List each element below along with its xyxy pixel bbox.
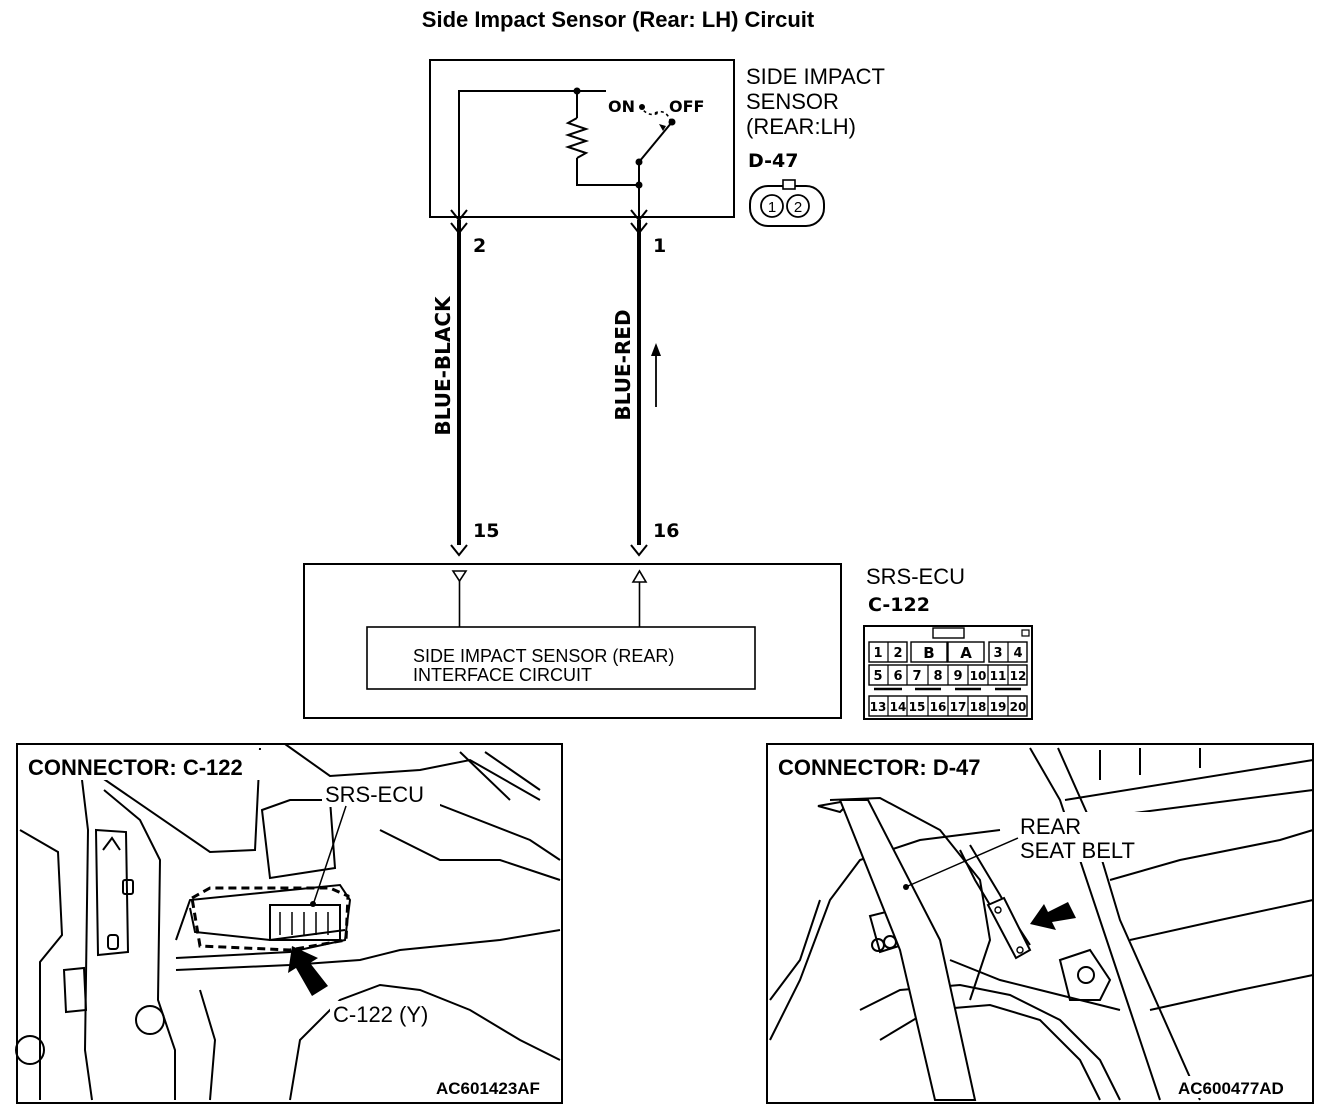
interface-circuit-box (366, 626, 756, 690)
d47-callout-line1: REAR (1020, 814, 1081, 839)
d47-callout-line2: SEAT BELT (1020, 838, 1135, 863)
wire-left-bottom-pin: 15 (473, 520, 499, 542)
wire-right (630, 209, 648, 557)
c122-pin-19: 19 (990, 700, 1007, 714)
c122-pin-3: 3 (993, 646, 1002, 661)
d47-panel-heading: CONNECTOR: D-47 (778, 755, 981, 780)
c122-connector-callout: C-122 (Y) (333, 1002, 428, 1027)
c122-pin-9: 9 (953, 669, 962, 684)
c122-pin-15: 15 (909, 700, 926, 714)
c122-pin-4: 4 (1013, 646, 1022, 661)
ecu-box (303, 563, 842, 719)
c122-pin-10: 10 (970, 669, 987, 683)
sensor-box (429, 59, 735, 218)
c122-pin-a: A (960, 644, 972, 662)
c122-panel-heading: CONNECTOR: C-122 (28, 755, 243, 780)
c122-pin-12: 12 (1010, 669, 1027, 683)
wire-left (450, 209, 468, 557)
sensor-name-line3: (REAR:LH) (746, 114, 856, 139)
diagram-title: Side Impact Sensor (Rear: LH) Circuit (422, 7, 815, 32)
c122-ecu-callout: SRS-ECU (325, 782, 424, 807)
c122-pin-5: 5 (873, 669, 882, 684)
srs-ecu: SIDE IMPACT SENSOR (REAR) INTERFACE CIRC… (303, 563, 842, 719)
wire-right-color: BLUE-RED (611, 309, 635, 420)
interface-line1: SIDE IMPACT SENSOR (REAR) (413, 646, 674, 666)
c122-pin-20: 20 (1010, 700, 1027, 714)
resistor-symbol (564, 117, 590, 159)
c122-pin-18: 18 (970, 700, 987, 714)
c122-pin-6: 6 (893, 669, 902, 684)
wire-right-top-pin: 1 (653, 235, 666, 257)
c122-pin-7: 7 (912, 669, 921, 684)
wire-left-color: BLUE-BLACK (431, 295, 455, 436)
d47-pin-2: 2 (794, 199, 802, 216)
ecu-connector-id: C-122 (868, 594, 930, 616)
c122-pointer-arrow (288, 946, 328, 996)
c122-pin-13: 13 (870, 700, 887, 714)
switch-blade (638, 121, 673, 163)
sensor-name-line2: SENSOR (746, 89, 839, 114)
c122-pin-16: 16 (930, 700, 947, 714)
c122-pin-17: 17 (950, 700, 967, 714)
connector-c122-location-panel: CONNECTOR: C-122 SRS-ECU C-122 (Y) AC601… (15, 743, 563, 1104)
d47-pointer-arrow (1030, 902, 1076, 930)
d47-figure-code: AC600477AD (1178, 1079, 1284, 1098)
wire-left-top-pin: 2 (473, 235, 486, 257)
c122-pin-1: 1 (873, 646, 882, 661)
c122-pin-8: 8 (933, 669, 942, 684)
sensor-name-line1: SIDE IMPACT (746, 64, 885, 89)
switch-on-label: ON (608, 97, 635, 116)
c122-pin-2: 2 (893, 646, 902, 661)
wire-right-bottom-pin: 16 (653, 520, 679, 542)
side-impact-sensor: ON OFF (429, 59, 735, 218)
current-direction-arrow (651, 343, 661, 407)
ecu-name: SRS-ECU (866, 564, 965, 589)
connector-d47-location-panel: CONNECTOR: D-47 REAR SEAT BELT AC600477A… (766, 743, 1314, 1104)
switch-off-label: OFF (669, 97, 704, 116)
c122-connector-face: 1 2 B A 3 4 5 6 7 8 9 10 11 12 (863, 625, 1033, 720)
c122-pin-14: 14 (890, 700, 907, 714)
d47-connector-face: 1 2 (749, 179, 825, 227)
c122-pin-b: B (923, 644, 934, 662)
sensor-connector-id: D-47 (748, 150, 798, 172)
c122-figure-code: AC601423AF (436, 1079, 540, 1098)
c122-pin-11: 11 (990, 669, 1007, 683)
d47-pin-1: 1 (768, 199, 776, 216)
interface-line2: INTERFACE CIRCUIT (413, 665, 592, 685)
